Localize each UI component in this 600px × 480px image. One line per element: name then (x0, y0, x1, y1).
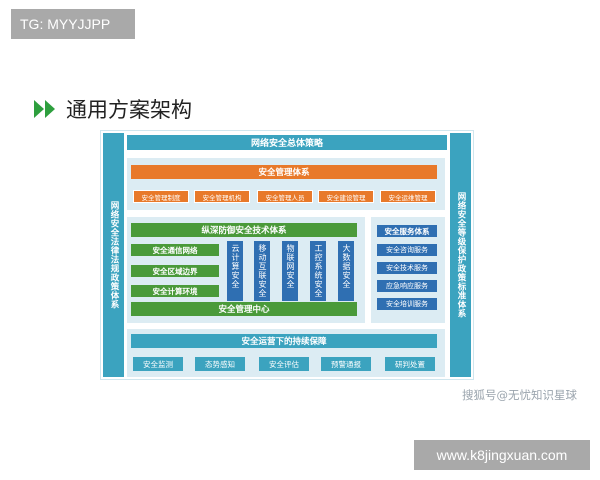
tech-column: 云计算安全 (227, 241, 243, 301)
watermark-text: 搜狐号@无忧知识星球 (462, 388, 577, 402)
page-heading: 通用方案架构 (34, 94, 192, 124)
service-item: 应急响应服务 (377, 280, 437, 292)
double-arrow-icon (34, 100, 56, 118)
service-item: 安全咨询服务 (377, 244, 437, 256)
tech-column: 移动互联安全 (254, 241, 270, 301)
tech-left-item: 安全区域边界 (131, 265, 219, 277)
right-policy-bar: 网络安全等级保护政策标准体系 (450, 133, 471, 377)
ops-title: 安全运营下的持续保障 (131, 334, 437, 348)
security-management-center: 安全管理中心 (131, 302, 357, 316)
ops-item: 预警通报 (321, 357, 371, 371)
tech-column: 物联网安全 (282, 241, 298, 301)
tech-column: 工控系统安全 (310, 241, 326, 301)
management-item: 安全运维管理 (380, 190, 436, 203)
top-tag: TG: MYYJJPP (11, 9, 135, 39)
left-policy-bar: 网络安全法律法规政策体系 (103, 133, 124, 377)
bottom-tag: www.k8jingxuan.com (414, 440, 590, 470)
service-item: 安全技术服务 (377, 262, 437, 274)
top-strategy-bar: 网络安全总体策略 (127, 135, 447, 150)
tech-left-item: 安全计算环境 (131, 285, 219, 297)
service-item: 安全培训服务 (377, 298, 437, 310)
ops-item: 研判处置 (385, 357, 435, 371)
tech-system-title: 纵深防御安全技术体系 (131, 223, 357, 237)
ops-item: 安全评估 (259, 357, 309, 371)
page-title: 通用方案架构 (66, 98, 192, 122)
management-item: 安全管理人员 (257, 190, 313, 203)
service-system-title: 安全服务体系 (377, 225, 437, 237)
management-system-title: 安全管理体系 (131, 165, 437, 179)
management-item: 安全管理制度 (133, 190, 189, 203)
architecture-diagram: 网络安全法律法规政策体系 网络安全等级保护政策标准体系 网络安全总体策略 安全管… (100, 130, 474, 380)
management-item: 安全管理机构 (194, 190, 250, 203)
ops-item: 安全监测 (133, 357, 183, 371)
tech-column: 大数据安全 (338, 241, 354, 301)
management-item: 安全建设管理 (318, 190, 374, 203)
ops-item: 态势感知 (195, 357, 245, 371)
tech-left-item: 安全通信网络 (131, 244, 219, 256)
